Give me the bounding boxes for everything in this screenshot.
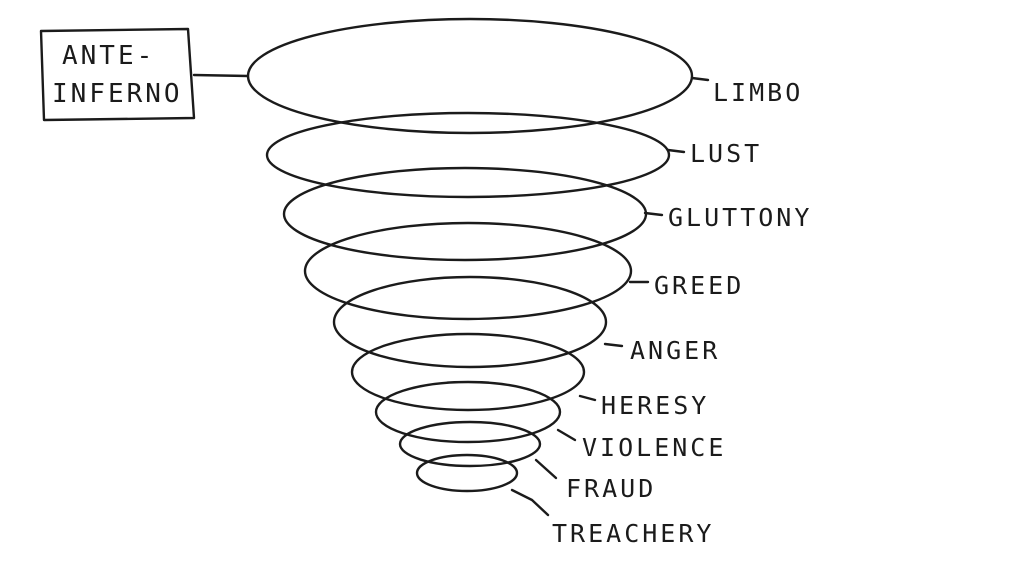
funnel-rings [246,17,694,493]
leader-gluttony [643,211,664,217]
leader-heresy [578,394,597,402]
ring-heresy [350,332,586,412]
label-gluttony: GLUTTONY [668,203,812,232]
leader-limbo [690,76,710,82]
label-violence: VIOLENCE [582,433,726,462]
ring-anger [332,275,608,369]
label-treachery: TREACHERY [552,519,714,548]
label-fraud: FRAUD [566,474,656,503]
leader-treachery [510,488,550,517]
ring-fraud [398,420,542,468]
leader-lust [666,148,686,154]
label-lust: LUST [690,139,762,168]
label-greed: GREED [654,271,744,300]
ring-violence [374,380,562,444]
leader-violence [556,428,577,442]
ring-limbo [246,17,694,135]
label-heresy: HERESY [601,391,709,420]
leader-lines [510,76,710,517]
ante-inferno-connector [192,73,250,78]
ante-inferno-box: ANTE- INFERNO [39,27,250,122]
label-limbo: LIMBO [713,78,803,107]
ring-treachery [415,453,519,493]
ring-greed [303,221,633,321]
ante-inferno-frame [39,27,196,122]
leader-fraud [534,458,558,480]
ring-gluttony [282,166,648,262]
ring-lust [265,111,671,199]
circle-labels: LIMBO LUST GLUTTONY GREED ANGER HERESY V… [552,78,812,548]
label-anger: ANGER [630,336,720,365]
ante-inferno-label-line1: ANTE- [62,41,155,71]
ante-inferno-label-line2: INFERNO [52,79,183,109]
leader-anger [603,342,624,348]
